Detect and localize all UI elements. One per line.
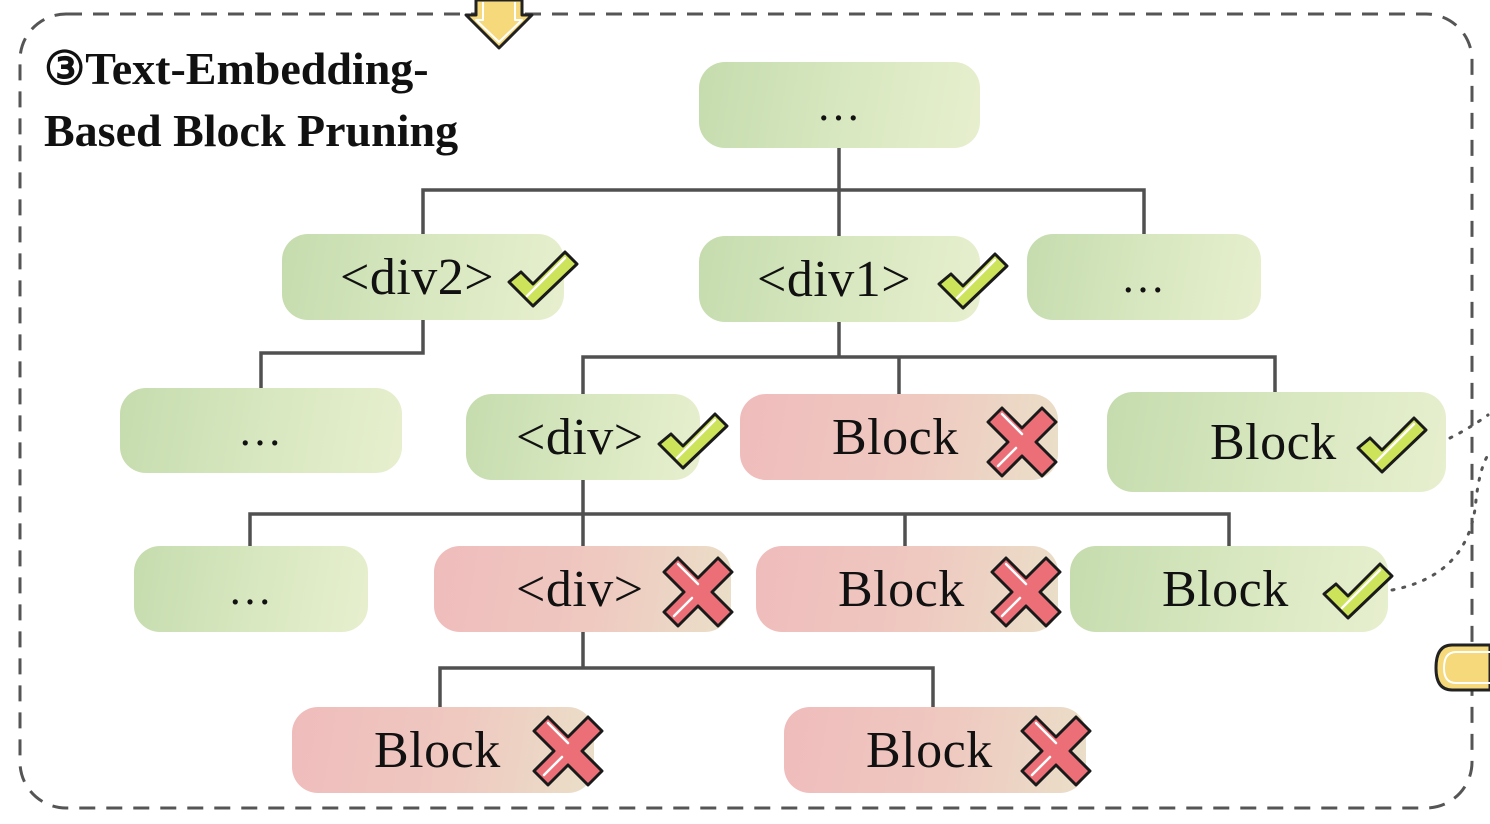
node-div2-child: … xyxy=(120,388,402,473)
node-label: Block xyxy=(374,721,501,779)
dashed-frame xyxy=(18,12,1474,810)
node-label: <div2> xyxy=(340,248,495,306)
step-number: ③ xyxy=(44,43,86,94)
node-label: … xyxy=(1121,252,1167,302)
arrow-down-icon xyxy=(464,0,534,50)
cross-icon xyxy=(660,554,736,630)
check-icon xyxy=(1320,560,1394,620)
node-label: Block xyxy=(838,560,965,618)
diagram-title: ③Text-Embedding- Based Block Pruning xyxy=(44,38,458,162)
cross-icon xyxy=(988,554,1064,630)
edge-root xyxy=(421,146,1146,238)
node-div-a: <div> xyxy=(466,394,700,480)
dotted-links xyxy=(1390,413,1490,592)
node-label: … xyxy=(238,406,284,455)
node-level1-other: … xyxy=(1027,234,1261,320)
cross-icon xyxy=(530,713,606,789)
node-label: … xyxy=(816,80,863,130)
node-root: … xyxy=(699,62,980,148)
node-div1: <div1> xyxy=(699,236,980,322)
node-label: Block xyxy=(832,408,959,466)
node-label: Block xyxy=(1210,413,1337,471)
node-label: <div> xyxy=(516,560,644,618)
node-level3-other: … xyxy=(134,546,368,632)
node-label: Block xyxy=(866,721,993,779)
check-icon xyxy=(505,248,579,308)
arrow-left-icon xyxy=(1434,643,1490,692)
node-label: <div1> xyxy=(757,250,912,308)
node-label: <div> xyxy=(516,408,644,466)
title-line-1: ③Text-Embedding- xyxy=(44,38,458,100)
edge-div-b xyxy=(438,628,935,709)
tree-edges xyxy=(248,146,1277,709)
title-line-2: Based Block Pruning xyxy=(44,105,459,156)
cross-icon xyxy=(1018,713,1094,789)
node-label: Block xyxy=(1162,560,1289,618)
edge-div-a xyxy=(248,478,1231,550)
node-label: … xyxy=(228,564,274,614)
title-text-1: Text-Embedding- xyxy=(85,43,429,94)
edge-div2 xyxy=(259,316,425,390)
edge-div1 xyxy=(581,316,1277,398)
cross-icon xyxy=(984,404,1060,480)
check-icon xyxy=(935,250,1009,310)
check-icon xyxy=(655,410,729,470)
check-icon xyxy=(1354,414,1428,474)
